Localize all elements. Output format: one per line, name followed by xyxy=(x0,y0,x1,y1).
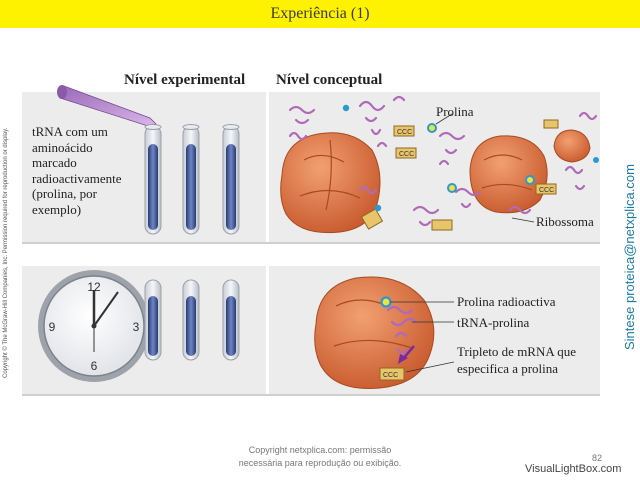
tripleto-label-line1: Tripleto de mRNA que xyxy=(457,344,577,359)
svg-text:CCC: CCC xyxy=(539,187,554,194)
codon-ccc xyxy=(379,367,405,381)
bottom-panel-divider xyxy=(266,266,269,394)
ribosome-small xyxy=(553,129,591,163)
ribosome-medium xyxy=(469,135,548,214)
prolina-dot xyxy=(342,104,599,212)
prolina-label: Prolina xyxy=(436,104,474,119)
trna-label-line: tRNA com um xyxy=(32,124,108,139)
footer-copyright: Copyright netxplica.com: permissão neces… xyxy=(0,444,640,470)
test-tube-icon xyxy=(222,279,240,361)
clock-number: 12 xyxy=(87,280,101,294)
trna-label-line: (prolina, por xyxy=(32,186,97,201)
trna-label-line: aminoácido xyxy=(32,139,93,155)
prolina-radioactiva-dot xyxy=(380,296,392,308)
tripleto-label-line2: especifica a prolina xyxy=(457,361,559,376)
trna-label-line: radioactivamente xyxy=(32,170,122,186)
pointer-line xyxy=(405,361,455,373)
heading-conceptual: Nível conceptual xyxy=(276,72,383,88)
clock-number: 9 xyxy=(49,320,56,334)
arrow-head-icon xyxy=(398,354,408,364)
codon-ccc-text: CCC xyxy=(383,372,398,379)
ribossoma-pointer xyxy=(511,217,535,223)
test-tube-icon xyxy=(182,279,200,361)
svg-text:CCC: CCC xyxy=(399,151,414,158)
footer-copyright-line: Copyright netxplica.com: permissão xyxy=(248,445,392,455)
prolina-radioactiva-label: Prolina radioactiva xyxy=(457,294,556,309)
clock-number: 6 xyxy=(91,359,98,373)
ribossoma-label: Ribossoma xyxy=(536,214,594,229)
svg-text:CCC: CCC xyxy=(397,129,412,136)
watermark: VisualLightBox.com xyxy=(525,463,622,475)
prolina-pointer xyxy=(435,113,453,125)
footer-copyright-line: necessária para reprodução ou exibição. xyxy=(238,458,402,468)
heading-experimental: Nível experimental xyxy=(124,72,246,88)
trna-prolina-label: tRNA-prolina xyxy=(457,315,530,330)
trna-label-line: marcado xyxy=(32,155,77,170)
trna-label: tRNA com um aminoácido marcado radioacti… xyxy=(32,124,132,217)
slide-title: Experiência (1) xyxy=(270,5,370,22)
codon-ccc: CCC CCC CCC xyxy=(360,119,559,231)
clock-number: 3 xyxy=(133,320,140,334)
trna-label-line: exemplo) xyxy=(32,201,82,217)
page-number: 82 xyxy=(592,453,603,463)
ribosome-large xyxy=(280,132,381,234)
clock-icon: 12 3 6 9 xyxy=(38,270,150,382)
test-tube-icon xyxy=(182,124,200,235)
top-panel-divider xyxy=(266,92,269,242)
test-tube-icon xyxy=(144,124,162,235)
test-tube-icon xyxy=(144,279,162,361)
ribosome-translating xyxy=(314,276,435,389)
test-tube-icon xyxy=(222,124,240,235)
title-bar: Experiência (1) xyxy=(0,0,640,28)
trna-prolina-icon xyxy=(386,305,418,355)
trna-scattered xyxy=(288,95,598,227)
